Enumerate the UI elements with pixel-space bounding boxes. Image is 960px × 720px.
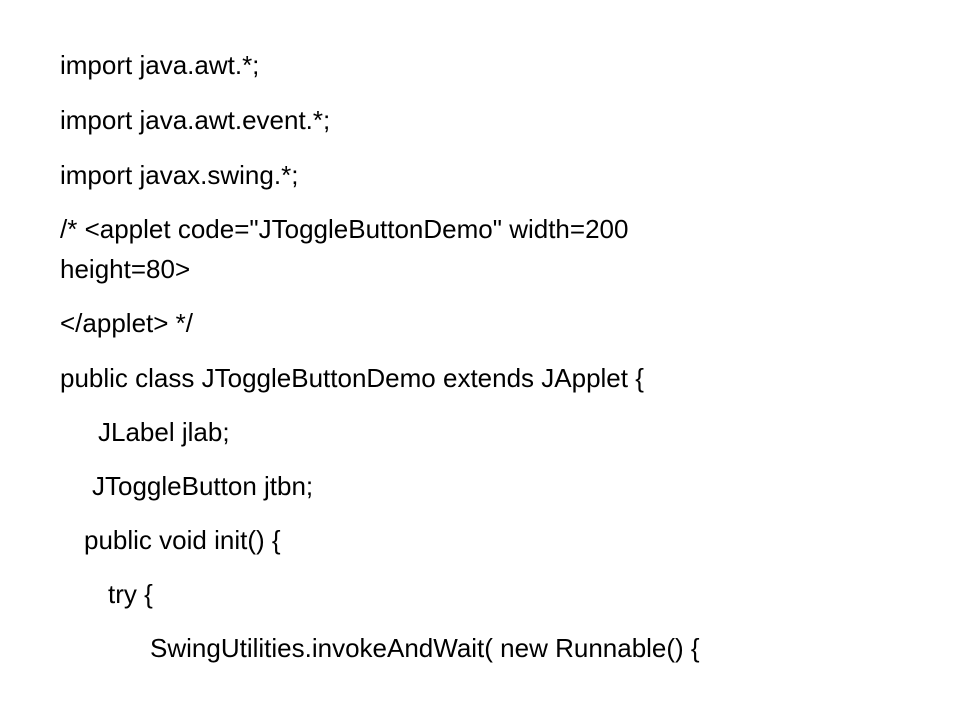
code-line: JLabel jlab; [98,417,230,447]
code-line: </applet> */ [60,308,193,338]
code-line: public void init() { [84,525,281,555]
code-line: JToggleButton jtbn; [92,471,314,501]
code-line: try { [108,579,153,609]
code-line: import java.awt.*; [60,50,260,80]
code-line: public class JToggleButtonDemo extends J… [60,363,644,393]
code-line: /* <applet code="JToggleButtonDemo" widt… [60,214,629,244]
code-line: height=80> [60,254,191,284]
code-line: import javax.swing.*; [60,160,299,190]
code-line: SwingUtilities.invokeAndWait( new Runnab… [150,633,700,663]
code-line: import java.awt.event.*; [60,105,331,135]
